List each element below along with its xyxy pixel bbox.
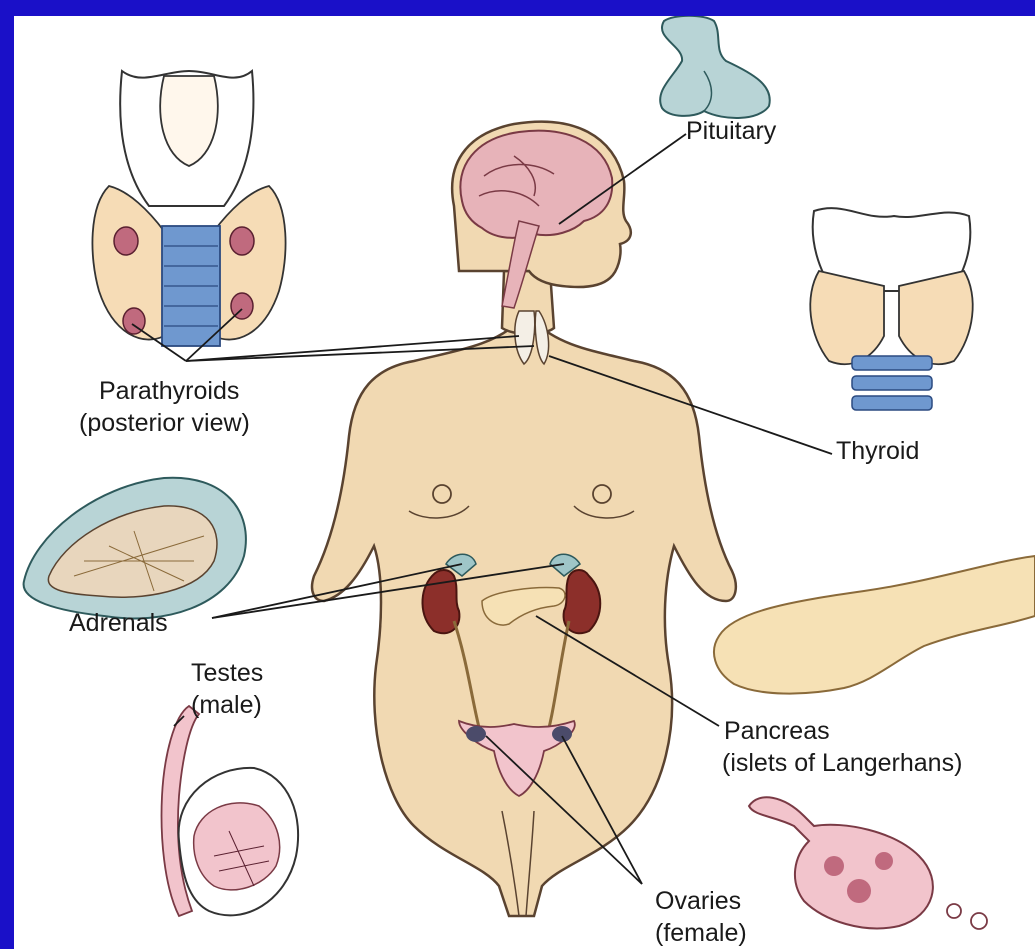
female-body-figure <box>312 122 736 916</box>
adrenal-inset <box>24 478 246 619</box>
ovary-inset <box>749 797 987 929</box>
label-testes: Testes <box>191 658 263 688</box>
label-ovaries: Ovaries <box>655 886 741 916</box>
label-parathyroids-view: (posterior view) <box>79 408 250 438</box>
endocrine-illustration <box>14 16 1035 949</box>
label-pituitary: Pituitary <box>686 116 776 146</box>
diagram-canvas: Pituitary Parathyroids (posterior view) … <box>14 16 1035 949</box>
pituitary-inset <box>660 16 770 118</box>
thyroid-inset <box>810 208 972 410</box>
label-ovaries-female: (female) <box>655 918 747 948</box>
label-adrenals: Adrenals <box>69 608 168 638</box>
testes-inset <box>162 706 299 916</box>
label-parathyroids: Parathyroids <box>99 376 239 406</box>
torso <box>312 321 736 916</box>
label-testes-male: (male) <box>191 690 262 720</box>
label-pancreas-islets: (islets of Langerhans) <box>722 748 962 778</box>
pancreas-inset <box>714 556 1035 694</box>
label-thyroid: Thyroid <box>836 436 919 466</box>
parathyroids-inset <box>92 71 285 346</box>
label-pancreas: Pancreas <box>724 716 830 746</box>
